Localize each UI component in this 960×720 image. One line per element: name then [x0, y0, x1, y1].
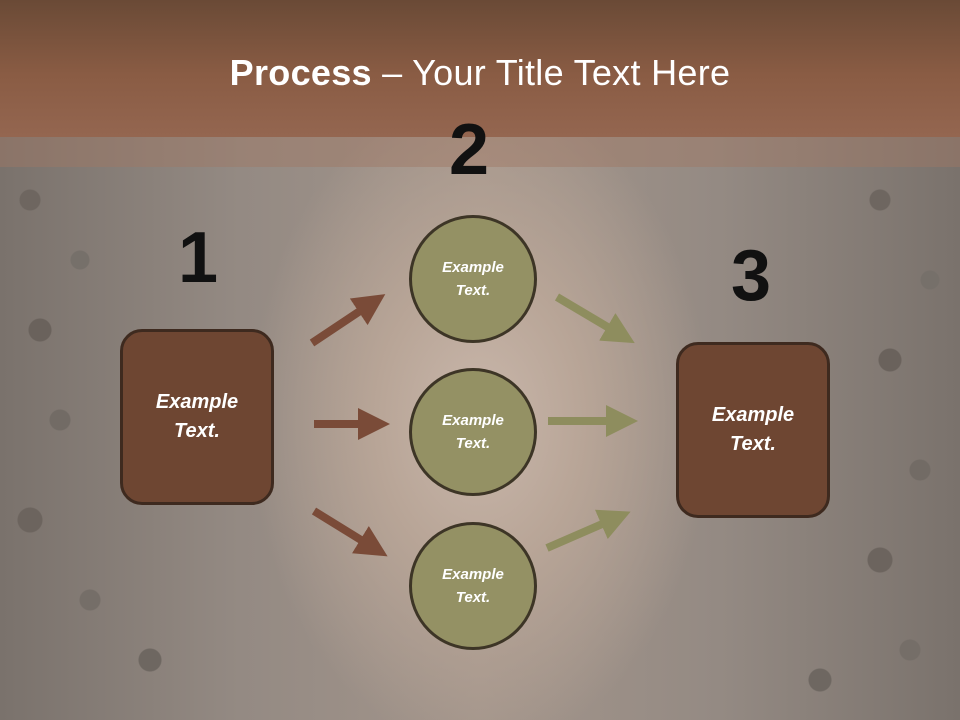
step3-box-line2: Text. — [730, 433, 776, 455]
title-banner — [0, 0, 960, 137]
step1-box-line2: Text. — [174, 420, 220, 442]
title-bold: Process — [229, 52, 372, 93]
step2-circle-bottom: Example Text. — [409, 522, 537, 650]
circle-middle-line1: Example — [442, 412, 504, 429]
step-number-1: 1 — [178, 218, 219, 298]
step-number-3: 3 — [731, 236, 772, 316]
step1-box: Example Text. — [120, 329, 274, 505]
circle-top-line2: Text. — [455, 282, 491, 299]
step3-box-line1: Example — [711, 404, 795, 426]
step2-circle-top: Example Text. — [409, 215, 537, 343]
arrow-bottom-to-3 — [545, 509, 631, 552]
circle-top-line1: Example — [442, 259, 504, 276]
step1-box-line1: Example — [155, 391, 239, 413]
step3-box: Example Text. — [676, 342, 830, 518]
circle-bottom-line2: Text. — [455, 589, 491, 606]
arrow-top-to-3 — [554, 293, 635, 344]
step2-circle-middle: Example Text. — [409, 368, 537, 496]
step-number-2: 2 — [449, 110, 490, 190]
title-banner-fade — [0, 137, 960, 167]
slide-title: Process – Your Title Text Here — [0, 52, 960, 94]
arrow-1-to-top — [309, 294, 386, 347]
circle-middle-line2: Text. — [455, 435, 491, 452]
arrow-1-to-bottom — [311, 507, 388, 557]
title-rest: – Your Title Text Here — [371, 52, 731, 93]
circle-bottom-line1: Example — [442, 566, 504, 583]
